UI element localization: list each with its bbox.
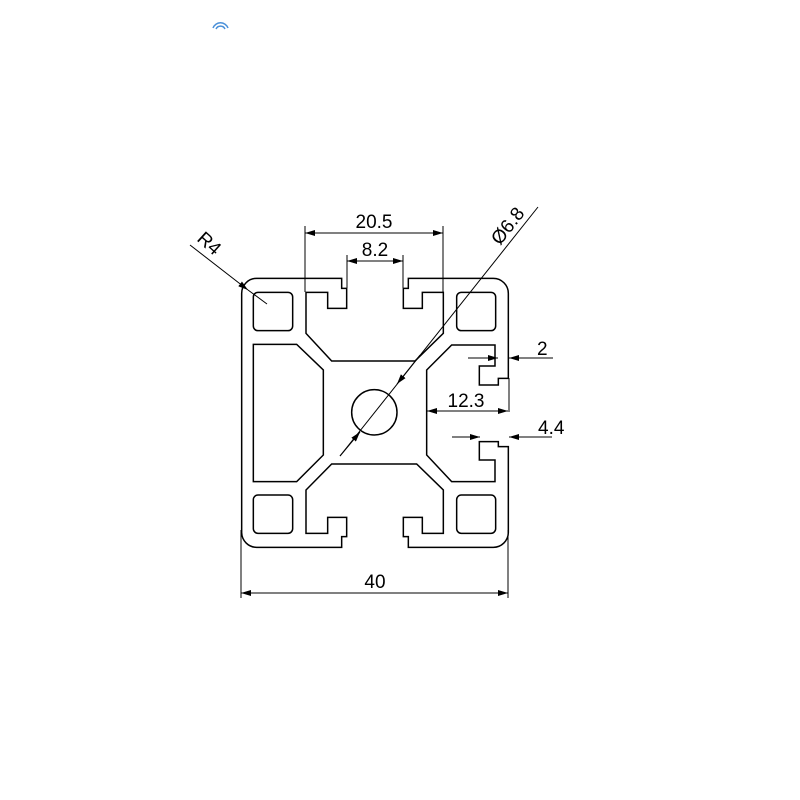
dim-label-radius: R4 — [193, 228, 225, 260]
dim-label-4-4: 4.4 — [538, 418, 565, 439]
center-bore — [350, 388, 398, 436]
side-cavity — [252, 343, 325, 483]
corner-cavity — [455, 291, 497, 332]
dim-line-diameter — [339, 206, 539, 457]
dim-label-40: 40 — [364, 572, 385, 593]
profile-outline — [240, 277, 510, 549]
corner-cavity — [455, 494, 497, 535]
wifi-arc-icon — [212, 22, 229, 30]
dim-label-2: 2 — [537, 339, 548, 360]
corner-cavity — [252, 291, 294, 332]
dim-label-20-5: 20.5 — [356, 212, 393, 233]
dim-label-12-3: 12.3 — [448, 391, 485, 412]
corner-cavity — [252, 494, 294, 535]
dim-label-8-2: 8.2 — [362, 240, 388, 261]
dim-line-radius — [189, 244, 249, 291]
